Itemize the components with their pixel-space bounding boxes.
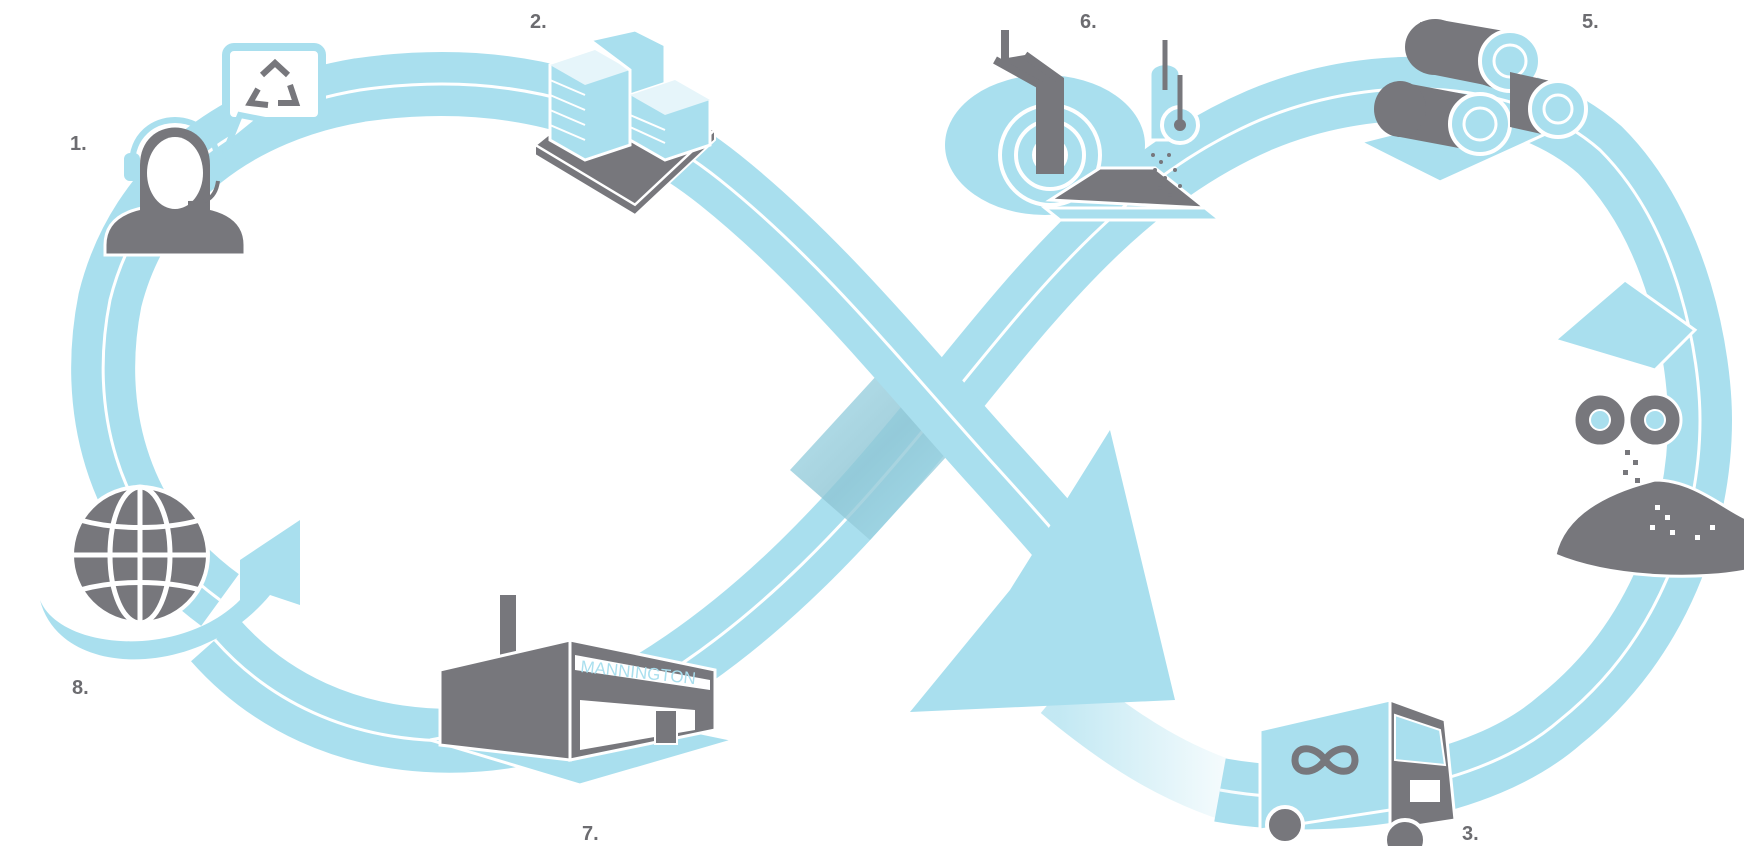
customer-service-icon: [103, 43, 326, 257]
factory-icon: MANNINGTON: [429, 595, 736, 787]
step-label-3: 3.: [1462, 823, 1479, 845]
production-line-icon: [945, 30, 1225, 222]
pallet-of-boxes-icon: [532, 28, 718, 217]
step-labels: 1. 2. 6. 5. 8. 7. 3.: [70, 11, 1599, 845]
globe-icon: [70, 484, 210, 626]
step-label-2: 2.: [530, 11, 547, 33]
step-label-8: 8.: [72, 677, 89, 699]
band-fade-segment: [1040, 666, 1268, 830]
step-label-7: 7.: [582, 823, 599, 845]
grinding-gears-icon: [1551, 278, 1744, 578]
band-arrowhead: [910, 430, 1175, 712]
step-label-6: 6.: [1080, 11, 1097, 33]
infinity-band: [40, 52, 1733, 830]
flooring-rolls-icon: [1355, 19, 1588, 184]
return-arrow: [40, 520, 300, 660]
step-label-1: 1.: [70, 133, 87, 155]
delivery-truck-icon: [1258, 697, 1457, 846]
step-label-5: 5.: [1582, 11, 1599, 33]
